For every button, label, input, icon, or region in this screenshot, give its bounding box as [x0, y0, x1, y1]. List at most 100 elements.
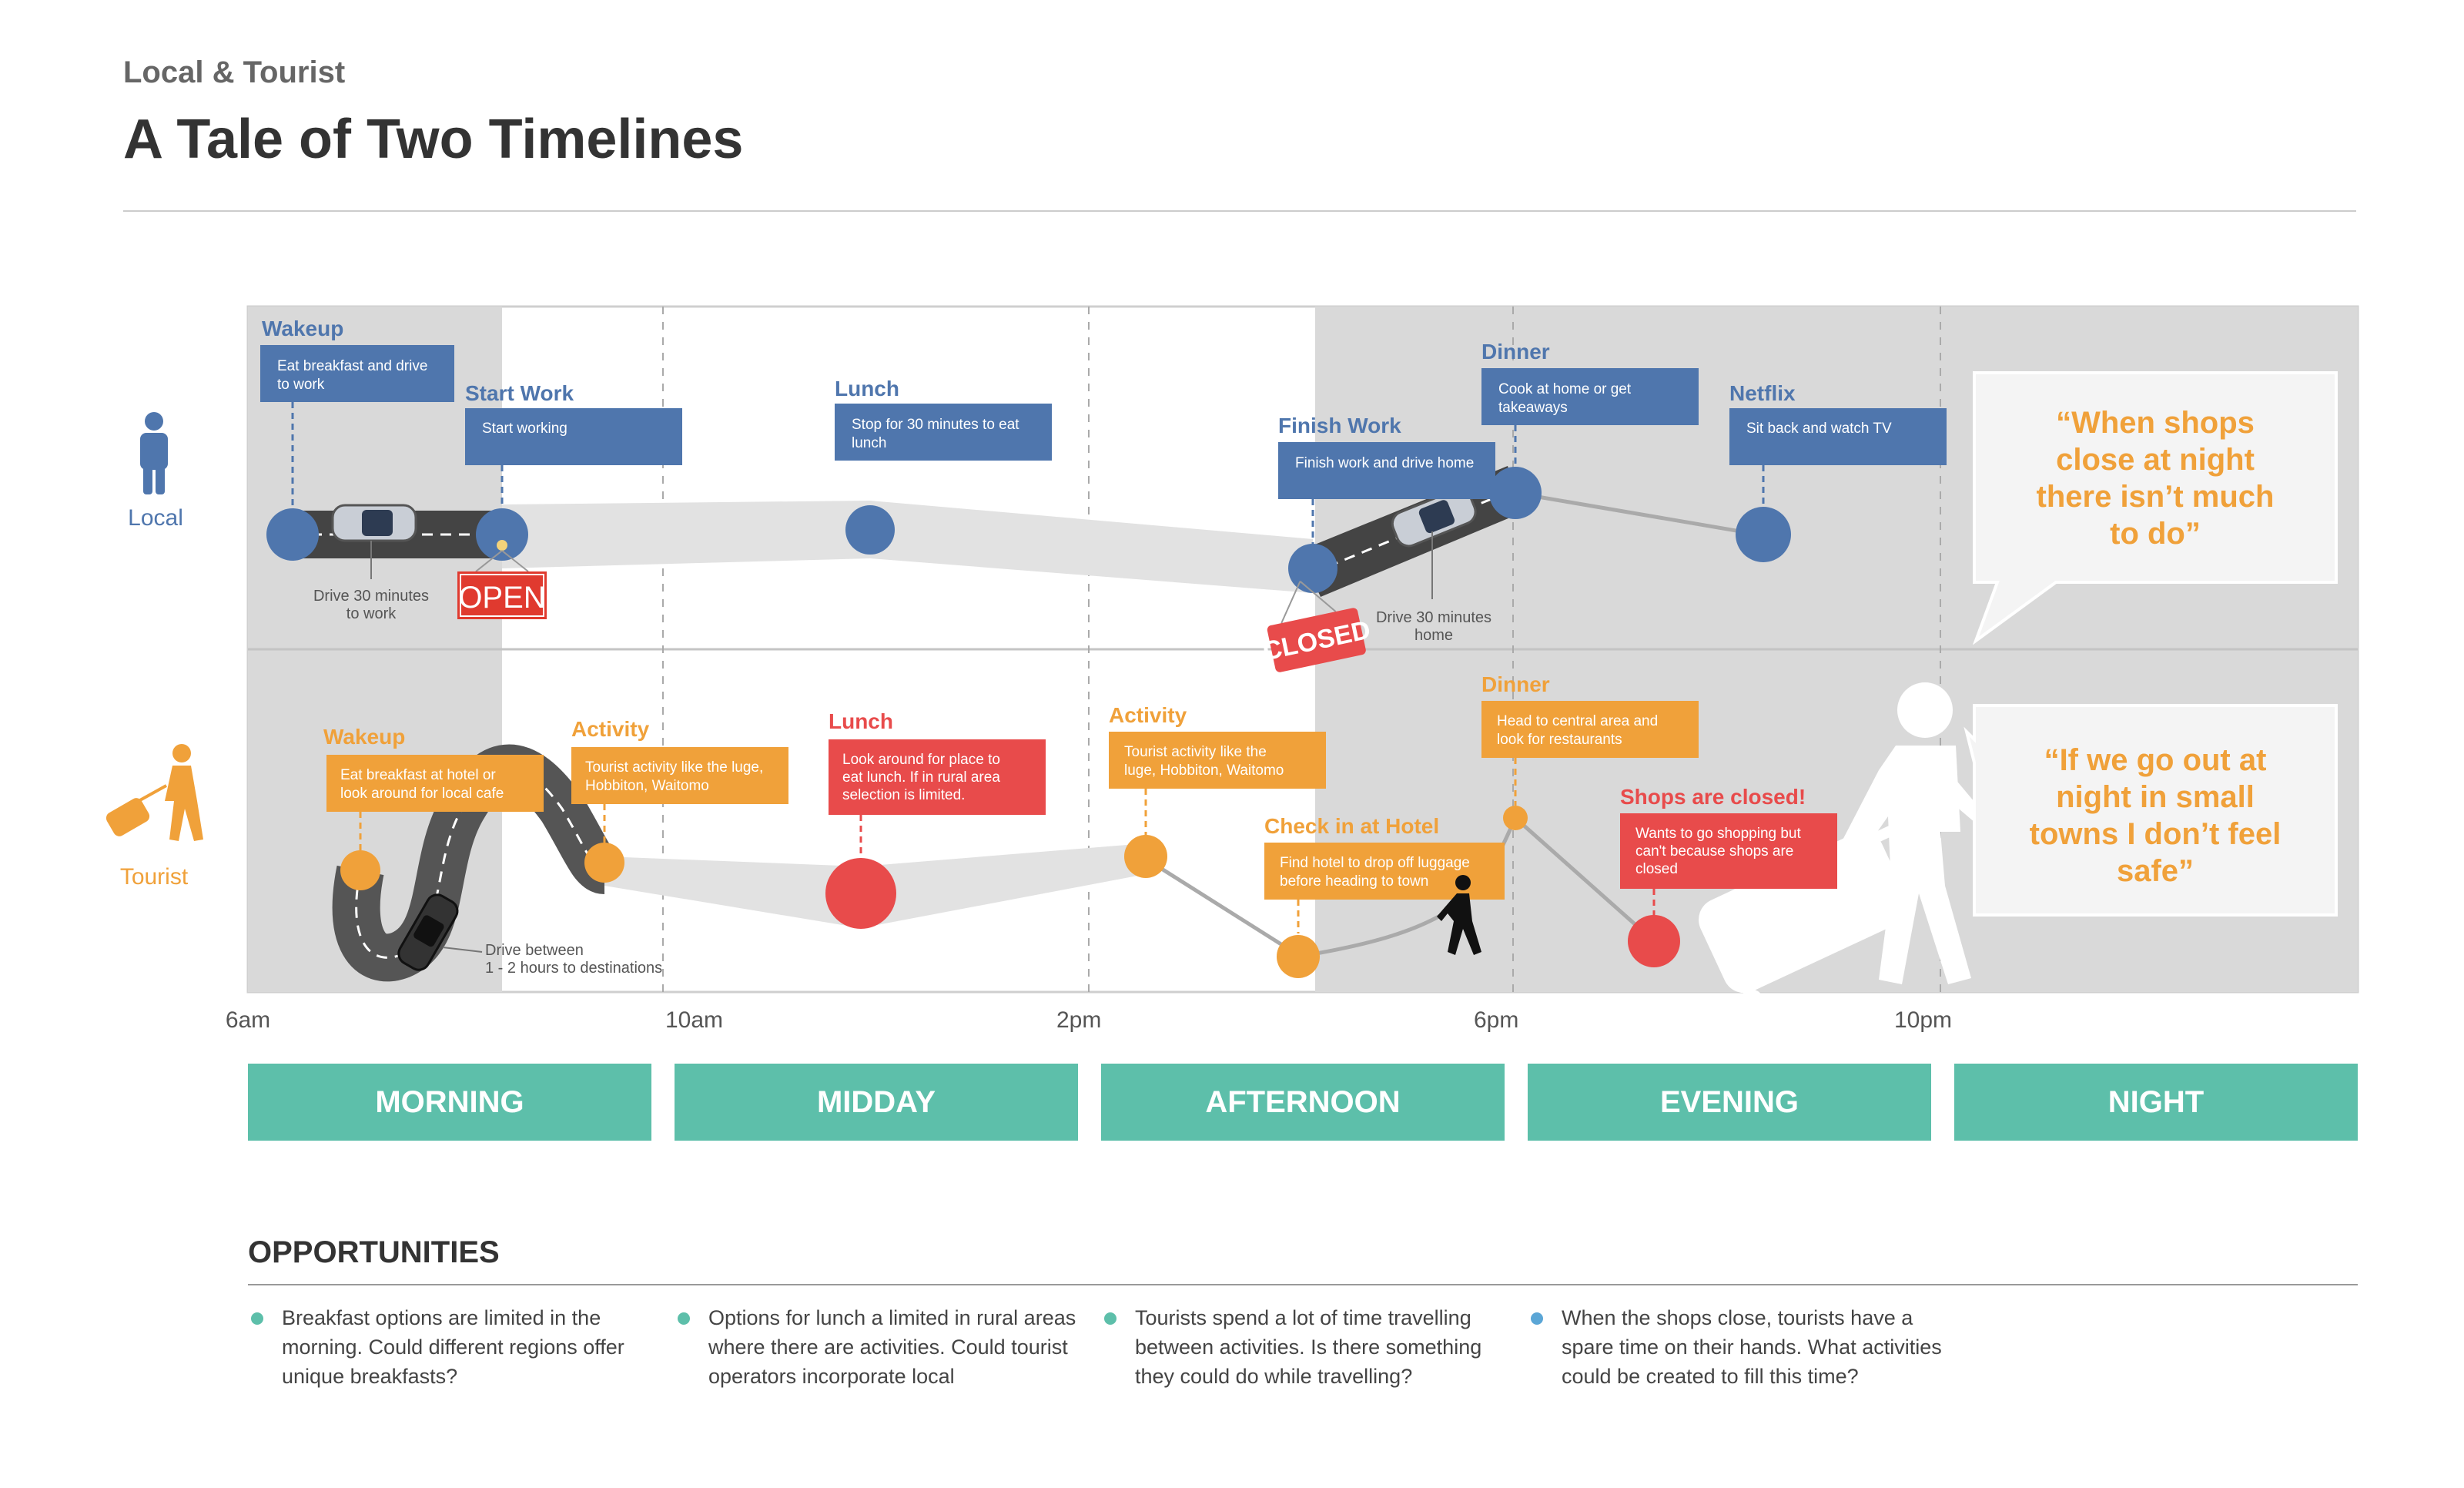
svg-text:Tourist activity like the luge: Tourist activity like the luge,	[585, 759, 763, 776]
tourist-wakeup-node	[340, 850, 380, 890]
svg-text:look for restaurants: look for restaurants	[1497, 732, 1622, 748]
svg-text:Sit back and watch TV: Sit back and watch TV	[1746, 421, 1892, 437]
svg-text:Finish work and drive home: Finish work and drive home	[1295, 455, 1474, 471]
svg-text:Tourist activity like the: Tourist activity like the	[1124, 744, 1267, 760]
tourist-wakeup-callout: Wakeup Eat breakfast at hotel or look ar…	[323, 725, 544, 853]
tourist-shops-closed-callout: Shops are closed! Wants to go shopping b…	[1620, 785, 1837, 917]
svg-text:Wakeup: Wakeup	[262, 317, 343, 340]
time-tick-label: 10am	[665, 1007, 723, 1033]
local-quote-bubble: “When shops close at night there isn’t m…	[1972, 371, 2338, 645]
svg-text:lunch: lunch	[852, 435, 886, 451]
opportunity-item: When the shops close, tourists have a sp…	[1528, 1303, 1947, 1391]
svg-text:there isn’t much: there isn’t much	[2037, 480, 2275, 514]
tourist-drive-note: Drive between	[485, 942, 584, 959]
svg-text:Cook at home or get: Cook at home or get	[1498, 381, 1632, 397]
local-wakeup-callout: Wakeup Eat breakfast and drive to work	[260, 317, 454, 508]
svg-text:OPEN: OPEN	[458, 581, 545, 615]
local-path-segment	[870, 501, 1313, 593]
svg-text:Find hotel to drop off luggage: Find hotel to drop off luggage	[1280, 855, 1470, 871]
svg-text:to do”: to do”	[2110, 517, 2201, 551]
tourist-quote-bubble: “If we go out at night in small towns I …	[1964, 704, 2338, 917]
tourist-activity-2-node	[1124, 835, 1167, 878]
opportunity-item: Breakfast options are limited in the mor…	[248, 1303, 667, 1391]
local-path-line	[1515, 491, 1764, 538]
svg-text:Wants to go shopping but: Wants to go shopping but	[1635, 826, 1801, 842]
local-row-label: Local	[128, 505, 183, 531]
period-evening: EVENING	[1528, 1064, 1931, 1141]
period-midday: MIDDAY	[675, 1064, 1078, 1141]
tourist-path-line	[1514, 816, 1656, 943]
local-start-work-node	[476, 508, 528, 561]
svg-text:“When shops: “When shops	[2056, 406, 2255, 440]
bullet-dot-icon	[251, 1312, 263, 1325]
time-tick-label: 10pm	[1894, 1007, 1952, 1033]
local-start-work-callout: Start Work Start working	[465, 381, 682, 508]
drive-note-to-work: Drive 30 minutes	[313, 588, 429, 605]
svg-text:Check in at Hotel: Check in at Hotel	[1264, 814, 1439, 838]
tourist-activity-1-node	[584, 843, 624, 883]
period-night: NIGHT	[1954, 1064, 2358, 1141]
svg-text:Activity: Activity	[1109, 703, 1187, 727]
svg-text:can't because shops are: can't because shops are	[1635, 843, 1793, 860]
open-sign-icon: OPEN	[457, 540, 547, 619]
svg-text:Netflix: Netflix	[1729, 381, 1796, 405]
title-divider	[123, 210, 2356, 212]
svg-text:Lunch: Lunch	[829, 709, 893, 733]
drive-note-home: Drive 30 minutes	[1376, 609, 1491, 626]
svg-text:Eat breakfast and drive: Eat breakfast and drive	[277, 358, 427, 374]
svg-text:Start working: Start working	[482, 421, 567, 437]
local-path-segment	[502, 501, 870, 568]
svg-text:safe”: safe”	[2117, 854, 2194, 888]
svg-text:look around for local cafe: look around for local cafe	[340, 786, 504, 802]
tourist-row-label: Tourist	[120, 864, 189, 890]
svg-text:luge, Hobbiton, Waitomo: luge, Hobbiton, Waitomo	[1124, 762, 1284, 779]
traveller-with-suitcase-icon	[105, 744, 203, 841]
drive-note-to-work: to work	[346, 605, 397, 622]
car-icon	[397, 893, 459, 971]
drive-note-home: home	[1414, 627, 1453, 644]
page-subtitle: Local & Tourist	[123, 55, 346, 89]
local-dinner-callout: Dinner Cook at home or get takeaways	[1481, 340, 1699, 467]
svg-text:night in small: night in small	[2056, 780, 2255, 814]
svg-text:to work: to work	[277, 377, 325, 393]
opportunities-title: OPPORTUNITIES	[248, 1235, 500, 1269]
time-tick-label: 6am	[226, 1007, 270, 1033]
local-dinner-node	[1489, 467, 1542, 519]
walking-person-icon	[1837, 682, 1987, 984]
tourist-lunch-callout: Lunch Look around for place to eat lunch…	[829, 709, 1046, 861]
svg-text:towns I don’t feel: towns I don’t feel	[2030, 817, 2282, 851]
svg-text:Dinner: Dinner	[1481, 340, 1550, 364]
tourist-activity-2-callout: Activity Tourist activity like the luge,…	[1109, 703, 1326, 836]
svg-text:Head to central area and: Head to central area and	[1497, 713, 1658, 729]
tourist-shops-closed-node	[1628, 915, 1680, 967]
svg-text:Activity: Activity	[571, 717, 650, 741]
car-icon	[1391, 488, 1477, 548]
tourist-dinner-node	[1503, 806, 1528, 830]
person-icon	[140, 412, 168, 494]
tourist-dinner-callout: Dinner Head to central area and look for…	[1481, 672, 1699, 806]
svg-text:Eat breakfast at hotel or: Eat breakfast at hotel or	[340, 767, 496, 783]
local-netflix-node	[1736, 507, 1791, 562]
tourist-checkin-node	[1277, 935, 1320, 978]
local-finish-work-node	[1288, 544, 1337, 593]
svg-text:eat lunch. If in rural area: eat lunch. If in rural area	[842, 769, 1000, 786]
svg-text:Lunch: Lunch	[835, 377, 899, 400]
bullet-dot-icon	[1531, 1312, 1543, 1325]
period-morning: MORNING	[248, 1064, 651, 1141]
local-lunch-callout: Lunch Stop for 30 minutes to eat lunch	[835, 377, 1052, 461]
svg-text:Look around for place to: Look around for place to	[842, 752, 1000, 768]
opportunities-divider	[248, 1284, 2358, 1285]
tourist-activity-1-callout: Activity Tourist activity like the luge,…	[571, 717, 788, 847]
svg-text:takeaways: takeaways	[1498, 400, 1568, 416]
local-wakeup-node	[266, 508, 319, 561]
car-icon	[331, 504, 417, 542]
bullet-dot-icon	[1104, 1312, 1116, 1325]
time-tick-label: 6pm	[1474, 1007, 1518, 1033]
opportunity-item: Tourists spend a lot of time travelling …	[1101, 1303, 1520, 1391]
svg-text:selection is limited.: selection is limited.	[842, 787, 965, 803]
tourist-drive-note: 1 - 2 hours to destinations	[485, 960, 662, 977]
opportunity-item: Options for lunch a limited in rural are…	[675, 1303, 1093, 1391]
tourist-path-segment	[604, 856, 861, 928]
